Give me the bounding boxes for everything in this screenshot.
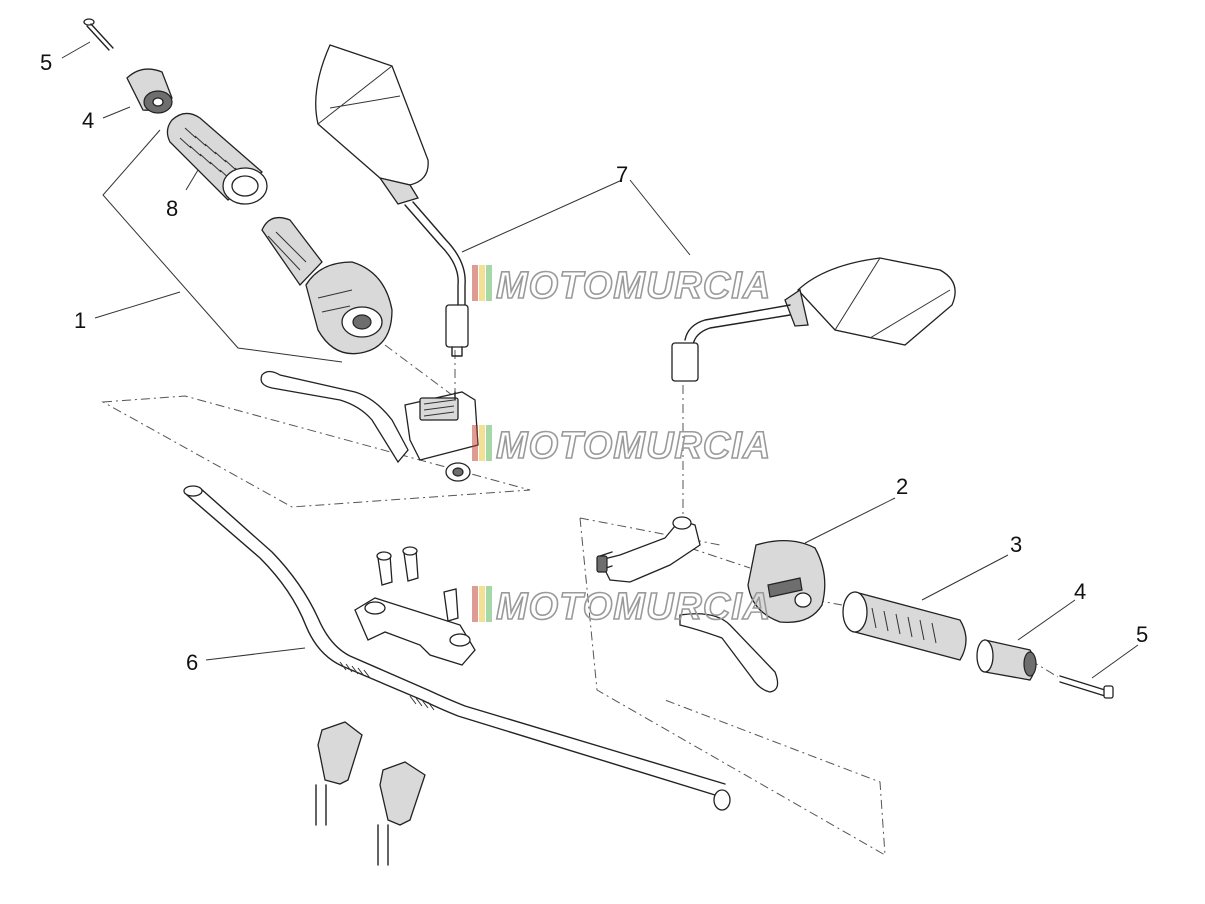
right-switch-housing: [747, 540, 826, 624]
watermark-middle: MOTOMURCIA: [472, 424, 771, 468]
left-bar-end-weight: [126, 68, 173, 114]
leader-lines: [61, 41, 1139, 679]
watermark-text: MOTOMURCIA: [496, 586, 771, 628]
clutch-lever-assembly: [596, 516, 779, 693]
handlebar-risers: [315, 721, 426, 866]
right-bolt: [1059, 675, 1114, 699]
watermark-stripe-yellow: [479, 425, 485, 461]
handlebar: [183, 485, 731, 811]
callout-7: 7: [616, 162, 628, 187]
callout-4-left: 4: [82, 108, 94, 133]
watermark-text: MOTOMURCIA: [496, 265, 771, 307]
right-mirror: [671, 257, 956, 382]
watermark-stripe-yellow: [479, 586, 485, 622]
callout-5-right: 5: [1136, 622, 1148, 647]
watermark-stripe-red: [472, 265, 478, 301]
callout-labels: 5 4 8 1 6 7 2 3 4 5: [40, 50, 1148, 675]
left-mirror: [315, 44, 469, 357]
watermark-stripe-red: [472, 586, 478, 622]
callout-8: 8: [166, 196, 178, 221]
watermark-text: MOTOMURCIA: [496, 425, 771, 467]
watermark-stripe-green: [486, 265, 492, 301]
watermark-stripe-yellow: [479, 265, 485, 301]
watermark-top: MOTOMURCIA: [472, 264, 771, 308]
watermark-stripe-red: [472, 425, 478, 461]
callout-6: 6: [186, 650, 198, 675]
right-grip: [842, 591, 967, 661]
callout-2: 2: [896, 474, 908, 499]
watermark-stripe-green: [486, 425, 492, 461]
callout-1: 1: [74, 308, 86, 333]
callout-5-left: 5: [40, 50, 52, 75]
handlebar-clamp: [354, 546, 476, 666]
callout-4-right: 4: [1074, 579, 1086, 604]
callout-3: 3: [1010, 532, 1022, 557]
left-grip: [166, 112, 268, 205]
left-bolt: [83, 18, 114, 51]
watermark-bottom: MOTOMURCIA: [472, 585, 771, 629]
right-bar-end-weight: [976, 639, 1037, 681]
watermark-stripe-green: [486, 586, 492, 622]
brake-master-cylinder: [260, 370, 479, 482]
left-switch-housing: [261, 216, 393, 355]
